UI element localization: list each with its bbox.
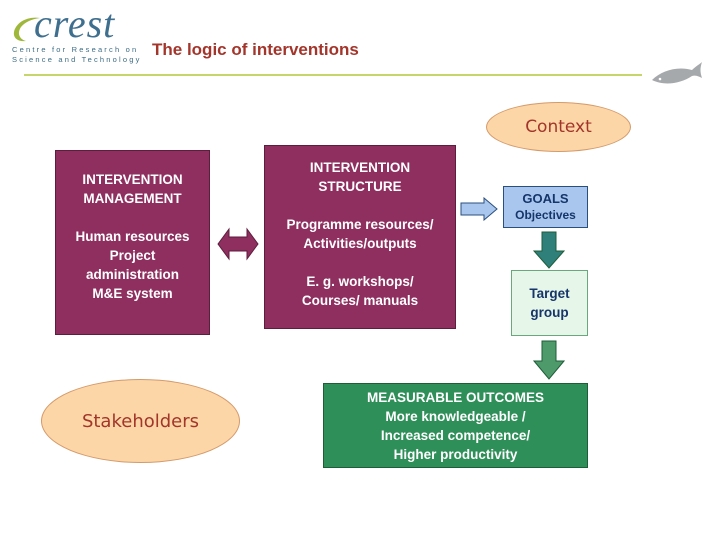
double-arrow-icon (217, 227, 259, 261)
page-title: The logic of interventions (152, 40, 359, 59)
management-item: M&E system (92, 286, 173, 301)
management-item: Project (109, 248, 156, 263)
structure-line: Activities/outputs (303, 236, 417, 251)
structure-line: Programme resources/ (286, 217, 434, 232)
context-ellipse: Context (486, 102, 631, 152)
outcomes-line: More knowledgeable / (385, 408, 526, 424)
down-arrow-icon (533, 340, 565, 380)
stakeholders-label: Stakeholders (81, 410, 200, 432)
target-group-box: Target group (511, 270, 588, 336)
intervention-structure-box: INTERVENTION STRUCTURE Programme resourc… (264, 145, 456, 329)
context-label: Context (525, 117, 592, 137)
goals-box: GOALS Objectives (503, 186, 588, 228)
crest-logo-icon (13, 17, 40, 42)
structure-title-line1: INTERVENTION (309, 160, 411, 175)
structure-line: Courses/ manuals (301, 293, 419, 308)
outcomes-line: Increased competence/ (380, 427, 531, 443)
management-item: administration (85, 267, 179, 282)
goals-title: GOALS (522, 191, 569, 206)
fish-logo-icon (652, 62, 702, 84)
logo-subtitle: Centre for Research on Science and Techn… (12, 45, 142, 65)
stakeholders-ellipse: Stakeholders (41, 379, 240, 463)
header-divider (24, 74, 642, 76)
logo-wordmark: crest (34, 1, 116, 46)
outcomes-line: Higher productivity (393, 446, 518, 462)
intervention-management-box: INTERVENTION MANAGEMENT Human resources … (55, 150, 210, 335)
outcomes-title: MEASURABLE OUTCOMES (366, 389, 544, 405)
structure-title-line2: STRUCTURE (318, 179, 402, 194)
management-item: Human resources (75, 229, 190, 244)
management-title-line1: INTERVENTION (82, 172, 183, 187)
right-arrow-icon (460, 197, 498, 221)
target-line2: group (530, 305, 569, 320)
measurable-outcomes-box: MEASURABLE OUTCOMES More knowledgeable /… (323, 383, 588, 468)
goals-subtitle: Objectives (515, 208, 576, 222)
logo-subtitle-line1: Centre for Research on (12, 45, 139, 54)
down-arrow-icon (533, 231, 565, 269)
structure-line: E. g. workshops/ (306, 274, 414, 289)
logo-subtitle-line2: Science and Technology (12, 55, 142, 64)
management-title-line2: MANAGEMENT (83, 191, 182, 206)
target-line1: Target (529, 286, 570, 301)
